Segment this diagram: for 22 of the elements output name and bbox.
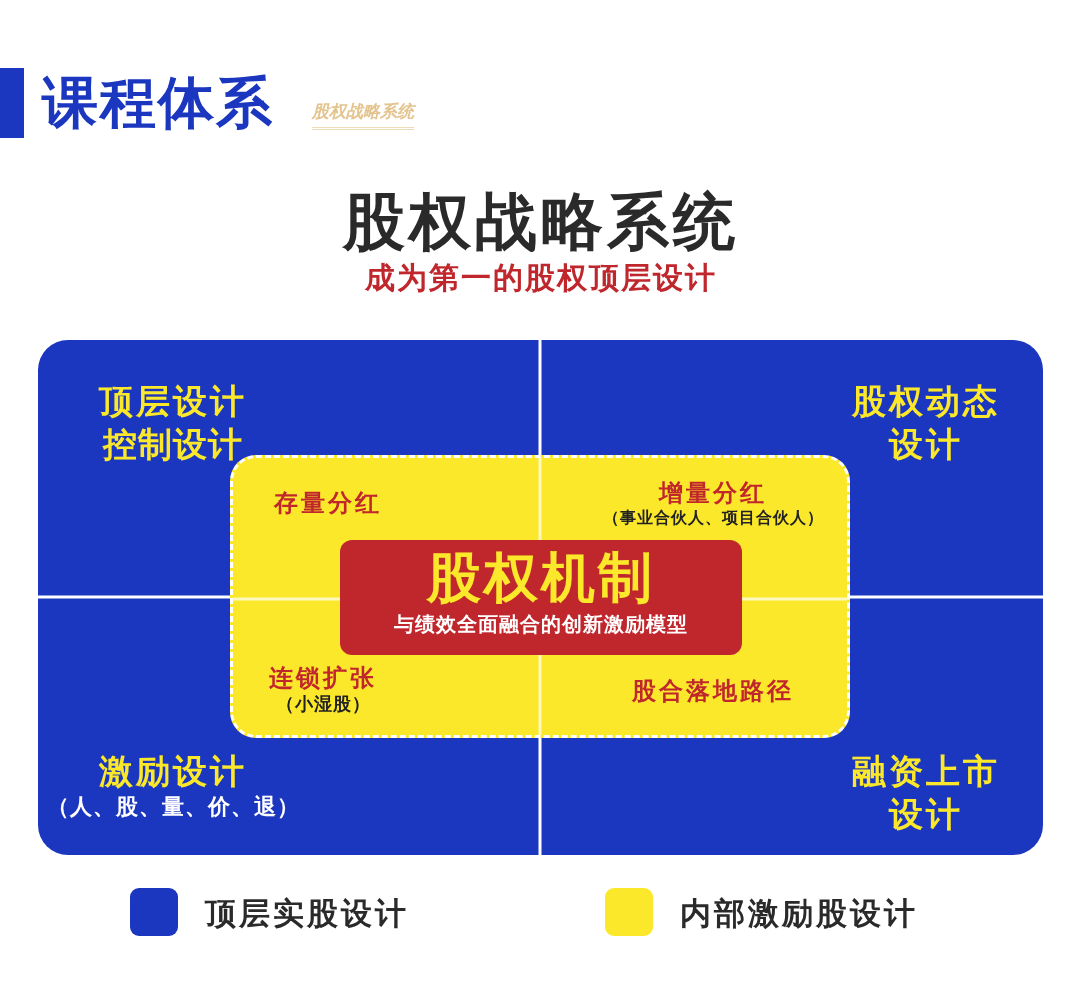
label-note: （人、股、量、价、退） [45, 792, 301, 820]
quadrant-panel [38, 340, 1043, 855]
label-text: 连锁扩张 [268, 663, 378, 693]
section-subheading: 股权战略系统 [312, 100, 414, 130]
label-text: 顶层设计 [97, 380, 248, 423]
label-text: 激励设计 [98, 750, 248, 793]
main-title: 股权战略系统 [341, 184, 740, 260]
core-box [340, 540, 742, 655]
box-title: 股权机制 [425, 544, 656, 611]
label-note: （事业合伙人、项目合伙人） [601, 508, 825, 528]
legend-label: 内部激励股设计 [680, 894, 918, 933]
label-text: 股权动态设计 [850, 380, 1001, 465]
subtitle: 成为第一的股权顶层设计 [363, 259, 718, 297]
label-text: 增量分红 [657, 478, 768, 508]
label-text: 融资上市设计 [850, 750, 1001, 835]
legend-label: 顶层实股设计 [205, 894, 409, 933]
label-text: 存量分红 [272, 488, 383, 518]
label-text: 股合落地路径 [630, 676, 795, 706]
label-note: （小湿股） [274, 693, 372, 716]
section-heading: 课程体系 [42, 69, 274, 137]
label-note: 与绩效全面融合的创新激励模型 [393, 611, 689, 637]
label-note: 控制设计 [101, 422, 244, 465]
